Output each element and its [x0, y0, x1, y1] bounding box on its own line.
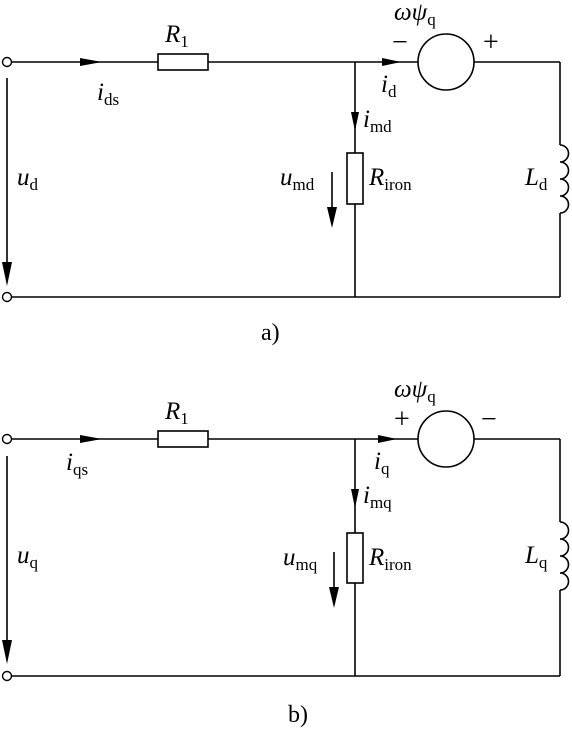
series-resistor-label: R1 [164, 398, 189, 428]
input-terminal-top [1, 56, 13, 68]
input-voltage-label: uq [17, 542, 39, 572]
branch-current-label: id [381, 71, 397, 101]
source-right-sign: − [481, 404, 497, 435]
series-current-label: ids [97, 79, 119, 109]
caption-b: b) [288, 702, 308, 728]
iron-resistor [346, 152, 364, 205]
input-terminal-bottom [1, 670, 13, 682]
inductor-coil [559, 521, 570, 591]
inductor-coil [559, 144, 570, 214]
iron-voltage-label: umd [280, 164, 315, 194]
input-terminal-top [1, 433, 13, 445]
inductor-label: Ld [524, 164, 548, 194]
input-voltage-label: ud [17, 164, 39, 194]
input-voltage-arrowhead [2, 640, 12, 664]
series-current-label: iqs [66, 449, 88, 479]
iron-voltage-label: umq [283, 544, 318, 574]
iron-voltage-arrowhead [329, 587, 339, 608]
branch-current-label: iq [374, 448, 390, 478]
iron-resistor-label: Riron [368, 544, 412, 574]
iron-voltage-arrowhead [327, 207, 337, 228]
iron-resistor [346, 532, 364, 584]
branch-current-arrowhead [382, 58, 401, 66]
source-label: ωψq [394, 376, 436, 406]
inductor-label: Lq [524, 542, 548, 572]
voltage-source [417, 410, 475, 468]
source-label: ωψq [394, 0, 436, 29]
caption-a: a) [261, 320, 280, 346]
series-current-arrowhead [80, 435, 102, 443]
source-left-sign: − [392, 27, 408, 58]
source-right-sign: + [483, 27, 499, 58]
iron-current-label: imd [363, 106, 392, 136]
iron-current-arrowhead [351, 489, 359, 508]
input-voltage-arrowhead [2, 262, 12, 286]
circuit-q-axis: R1 ωψq + − iqs iq imq uq umq Riron Lq b) [1, 376, 570, 728]
circuit-d-axis: R1 ωψq − + ids id imd ud umd Riron Ld a) [1, 0, 570, 346]
branch-current-arrowhead [378, 435, 397, 443]
iron-resistor-label: Riron [368, 164, 412, 194]
iron-current-label: imq [363, 482, 392, 512]
series-resistor [157, 430, 209, 448]
iron-current-arrowhead [351, 112, 359, 131]
voltage-source [417, 33, 475, 91]
series-current-arrowhead [80, 58, 102, 66]
source-left-sign: + [394, 404, 410, 435]
series-resistor [157, 53, 209, 71]
input-terminal-bottom [1, 291, 13, 303]
series-resistor-label: R1 [164, 21, 189, 51]
